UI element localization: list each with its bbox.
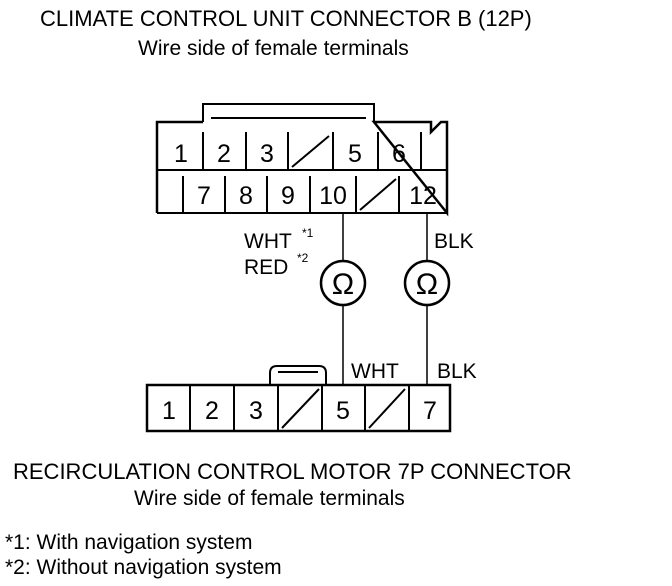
top-pin-1: 1 <box>174 140 188 168</box>
top-pin-10: 10 <box>319 182 347 210</box>
top-connector: 1 2 3 5 6 7 8 9 10 12 <box>155 103 449 217</box>
bottom-connector-latch <box>269 365 327 385</box>
top-pin-8: 8 <box>239 182 253 210</box>
footnote-2: *2: Without navigation system <box>5 556 282 579</box>
top-wire-label-blk: BLK <box>434 230 474 253</box>
ohm-symbol-right: Ω <box>416 268 438 301</box>
bottom-pin-2: 2 <box>205 397 219 425</box>
bottom-pin-7: 7 <box>423 397 437 425</box>
bottom-pin-5: 5 <box>336 397 350 425</box>
bottom-pin-1: 1 <box>162 397 176 425</box>
top-pin-9: 9 <box>281 182 295 210</box>
top-wire-footnote-1: *1 <box>302 226 314 240</box>
ohm-symbol-left: Ω <box>332 268 354 301</box>
bottom-wire-label-wht: WHT <box>351 360 399 383</box>
top-blank-slot-1 <box>291 135 330 168</box>
top-pin-7: 7 <box>197 182 211 210</box>
top-pin-5: 5 <box>348 140 362 168</box>
top-wire-label-red: RED <box>244 256 288 279</box>
top-pin-2: 2 <box>217 140 231 168</box>
top-wire-footnote-2: *2 <box>297 251 309 265</box>
top-connector-subtitle: Wire side of female terminals <box>138 37 409 60</box>
bottom-connector-subtitle: Wire side of female terminals <box>134 487 405 510</box>
bottom-blank-slot-4 <box>281 388 320 429</box>
top-pin-6: 6 <box>392 140 406 168</box>
ohmmeter-right: Ω <box>403 259 451 307</box>
bottom-pin-3: 3 <box>249 397 263 425</box>
bottom-connector-housing <box>145 383 452 433</box>
ohmmeter-left: Ω <box>319 259 367 307</box>
top-pin-3: 3 <box>260 140 274 168</box>
top-connector-latch <box>202 103 375 122</box>
bottom-connector-title: RECIRCULATION CONTROL MOTOR 7P CONNECTOR <box>13 459 572 484</box>
bottom-blank-slot-6 <box>368 388 406 429</box>
top-connector-title: CLIMATE CONTROL UNIT CONNECTOR B (12P) <box>40 6 532 31</box>
ohm-icon <box>319 259 367 307</box>
top-pin-12: 12 <box>409 182 437 210</box>
top-blank-slot-2 <box>359 178 397 211</box>
footnote-1: *1: With navigation system <box>5 531 252 554</box>
top-wire-label-wht: WHT <box>244 230 292 253</box>
bottom-connector: 1 2 3 5 7 <box>145 365 452 433</box>
bottom-wire-label-blk: BLK <box>437 360 477 383</box>
ohm-icon <box>403 259 451 307</box>
